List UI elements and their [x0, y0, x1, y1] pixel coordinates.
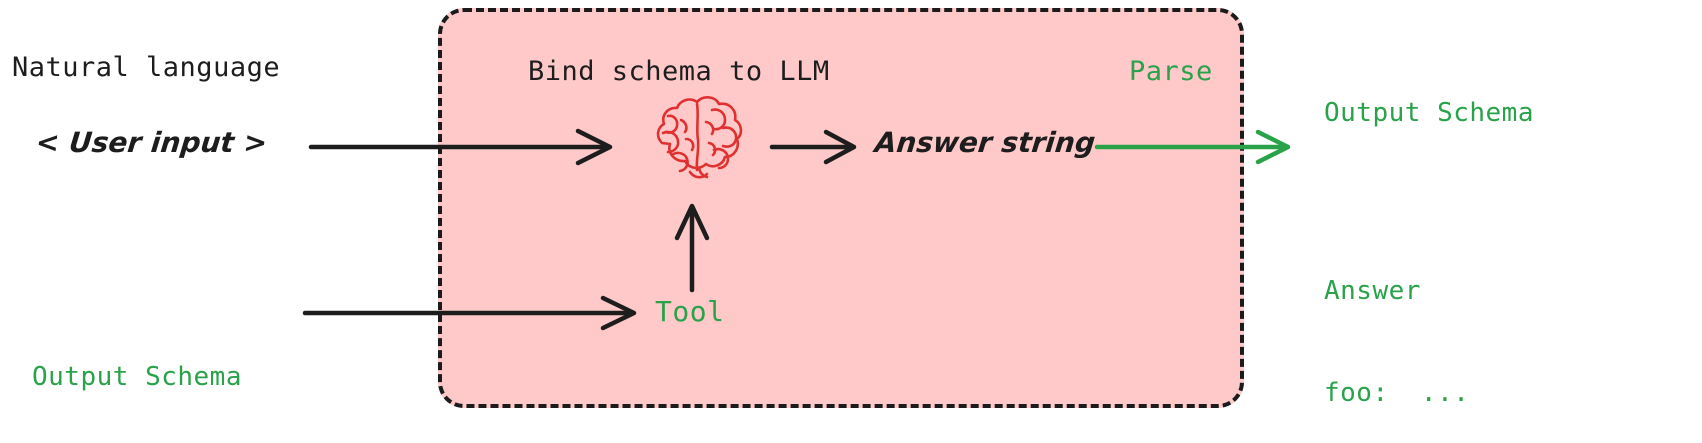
user-input-label: < User input > [34, 126, 269, 159]
answer-string-label: Answer string [873, 126, 1097, 159]
tool-label: Tool [655, 295, 725, 328]
llm-container-box [438, 8, 1244, 408]
output-schema-block: Output Schema Answer foo: ... bar: ... [1324, 28, 1534, 443]
schema-spacer [1324, 198, 1534, 206]
bind-schema-to-llm-label: Bind schema to LLM [528, 56, 830, 87]
parse-label: Parse [1129, 56, 1213, 87]
input-schema-title: Output Schema [32, 362, 242, 392]
natural-language-label: Natural language [12, 52, 281, 83]
output-schema-title: Output Schema [1324, 98, 1534, 128]
output-schema-foo: foo: ... [1324, 378, 1470, 408]
output-schema-answer: Answer [1324, 276, 1421, 306]
input-output-schema-block: Output Schema foo: ... bar: ... [32, 292, 242, 443]
